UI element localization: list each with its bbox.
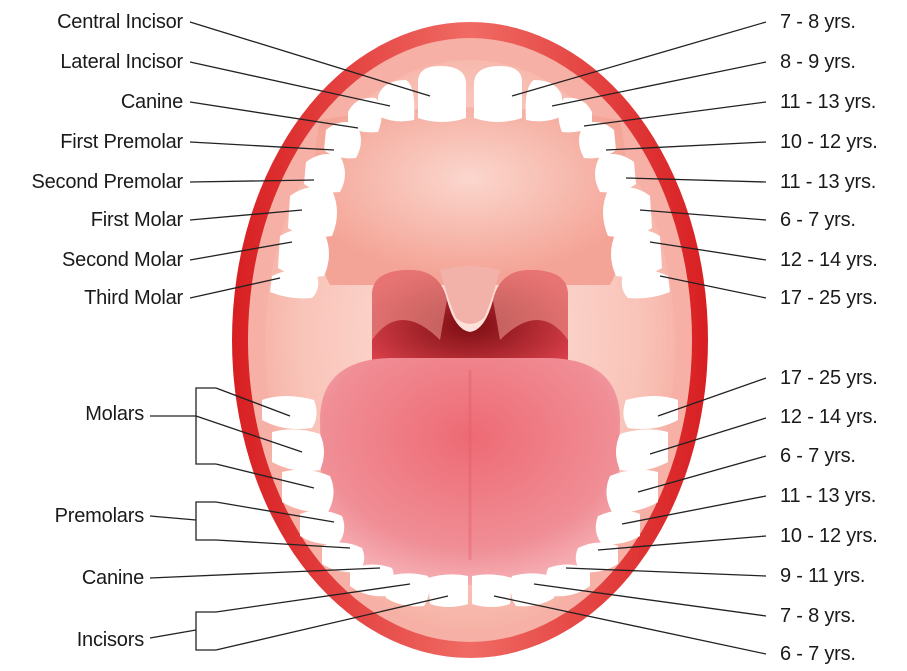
lower-tooth-central-incisor-left <box>428 574 468 607</box>
label-second-molar: Second Molar <box>62 248 183 272</box>
label-first-premolar: First Premolar <box>60 130 183 154</box>
label-premolars: Premolars <box>55 504 144 528</box>
lower-tooth-premolar2-left <box>300 510 344 544</box>
age-lower-central-incisor: 6 - 7 yrs. <box>780 642 856 666</box>
age-upper-first-premolar: 10 - 12 yrs. <box>780 130 878 154</box>
upper-tooth-molar3-left <box>270 270 318 299</box>
age-lower-canine: 9 - 11 yrs. <box>780 564 865 588</box>
age-lower-third-molar: 17 - 25 yrs. <box>780 366 878 390</box>
age-upper-first-molar: 6 - 7 yrs. <box>780 208 856 232</box>
label-third-molar: Third Molar <box>84 286 183 310</box>
label-canine-lower: Canine <box>82 566 144 590</box>
lower-tooth-premolar2-right <box>596 510 640 544</box>
lower-tooth-central-incisor-right <box>472 574 512 607</box>
label-lateral-incisor: Lateral Incisor <box>60 50 183 74</box>
age-lower-second-premolar: 11 - 13 yrs. <box>780 484 876 508</box>
age-upper-canine: 11 - 13 yrs. <box>780 90 876 114</box>
label-second-premolar: Second Premolar <box>31 170 183 194</box>
age-upper-lateral-incisor: 8 - 9 yrs. <box>780 50 856 74</box>
age-upper-central-incisor: 7 - 8 yrs. <box>780 10 856 34</box>
age-upper-second-molar: 12 - 14 yrs. <box>780 248 878 272</box>
upper-tooth-premolar1-right <box>579 122 616 158</box>
age-lower-first-premolar: 10 - 12 yrs. <box>780 524 878 548</box>
bracket-molars <box>196 388 216 464</box>
age-lower-second-molar: 12 - 14 yrs. <box>780 405 878 429</box>
age-lower-lateral-incisor: 7 - 8 yrs. <box>780 604 856 628</box>
upper-tooth-molar2-right <box>611 229 662 277</box>
leader-premolars-label <box>150 516 196 520</box>
label-first-molar: First Molar <box>91 208 183 232</box>
age-upper-second-premolar: 11 - 13 yrs. <box>780 170 876 194</box>
label-canine-upper: Canine <box>121 90 183 114</box>
label-central-incisor: Central Incisor <box>57 10 183 34</box>
upper-tooth-molar3-right <box>622 270 670 299</box>
upper-tooth-premolar2-right <box>595 154 636 192</box>
label-molars: Molars <box>85 402 144 426</box>
upper-tooth-central-incisor-right <box>474 66 522 122</box>
lower-tooth-molar1-right <box>606 470 658 513</box>
age-lower-first-molar: 6 - 7 yrs. <box>780 444 856 468</box>
label-incisors: Incisors <box>77 628 144 652</box>
age-upper-third-molar: 17 - 25 yrs. <box>780 286 878 310</box>
upper-tooth-premolar2-left <box>304 154 345 192</box>
lower-tooth-molar1-left <box>282 470 334 513</box>
bracket-premolars <box>196 502 216 540</box>
upper-tooth-molar2-left <box>278 229 329 277</box>
leader-incisors-label <box>150 630 196 638</box>
bracket-incisors <box>196 612 216 650</box>
